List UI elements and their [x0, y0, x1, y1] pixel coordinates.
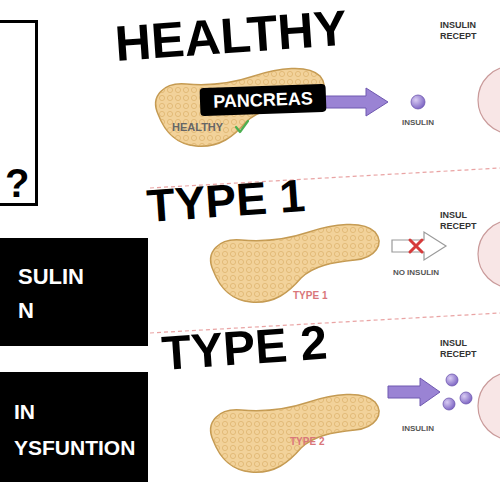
receptor-label: INSUL RECEPT	[440, 338, 498, 360]
pancreas-shape	[211, 224, 379, 302]
section-heading: TYPE 2	[160, 314, 329, 380]
pancreas-texture	[211, 224, 379, 302]
insulin-molecule	[411, 95, 425, 109]
section-heading: HEALTHY	[113, 0, 349, 73]
secretion-arrow	[388, 378, 440, 406]
receptor-label: INSULIN RECEPT	[440, 20, 498, 42]
cross-mark	[410, 240, 422, 252]
cause-box: SULIN N	[0, 238, 148, 346]
box-text: IN YSFUNTION	[14, 394, 142, 466]
status-label: TYPE 2	[290, 436, 324, 448]
receptor-cell	[478, 372, 500, 440]
insulin-molecule	[446, 374, 458, 386]
receptor-label: INSUL RECEPT	[440, 210, 498, 232]
section-heading: TYPE 1	[145, 169, 307, 233]
pancreas-texture	[211, 394, 379, 472]
pancreas-shape	[211, 394, 379, 472]
receptor-cell	[478, 66, 500, 134]
secretion-arrow	[323, 88, 388, 116]
box-text: ?	[5, 161, 39, 205]
molecule-label: INSULIN	[393, 118, 443, 127]
cause-box: IN YSFUNTION	[0, 372, 148, 482]
insulin-molecule	[443, 398, 455, 410]
insulin-molecule	[460, 392, 472, 404]
molecule-label: NO INSULIN	[386, 268, 446, 277]
box-text: PANCREAS	[200, 88, 327, 112]
title-badge: PANCREAS	[200, 84, 327, 116]
status-label: TYPE 1	[293, 290, 327, 302]
check-mark	[236, 121, 248, 132]
molecule-label: INSULIN	[393, 424, 443, 433]
status-label: HEALTHY	[172, 121, 223, 134]
pancreas-type2	[211, 394, 379, 472]
empty-arrow	[392, 232, 446, 260]
question-box: ?	[0, 20, 38, 206]
receptor-cell	[478, 220, 500, 288]
box-text: SULIN N	[18, 260, 92, 328]
pancreas-type1	[211, 224, 379, 302]
